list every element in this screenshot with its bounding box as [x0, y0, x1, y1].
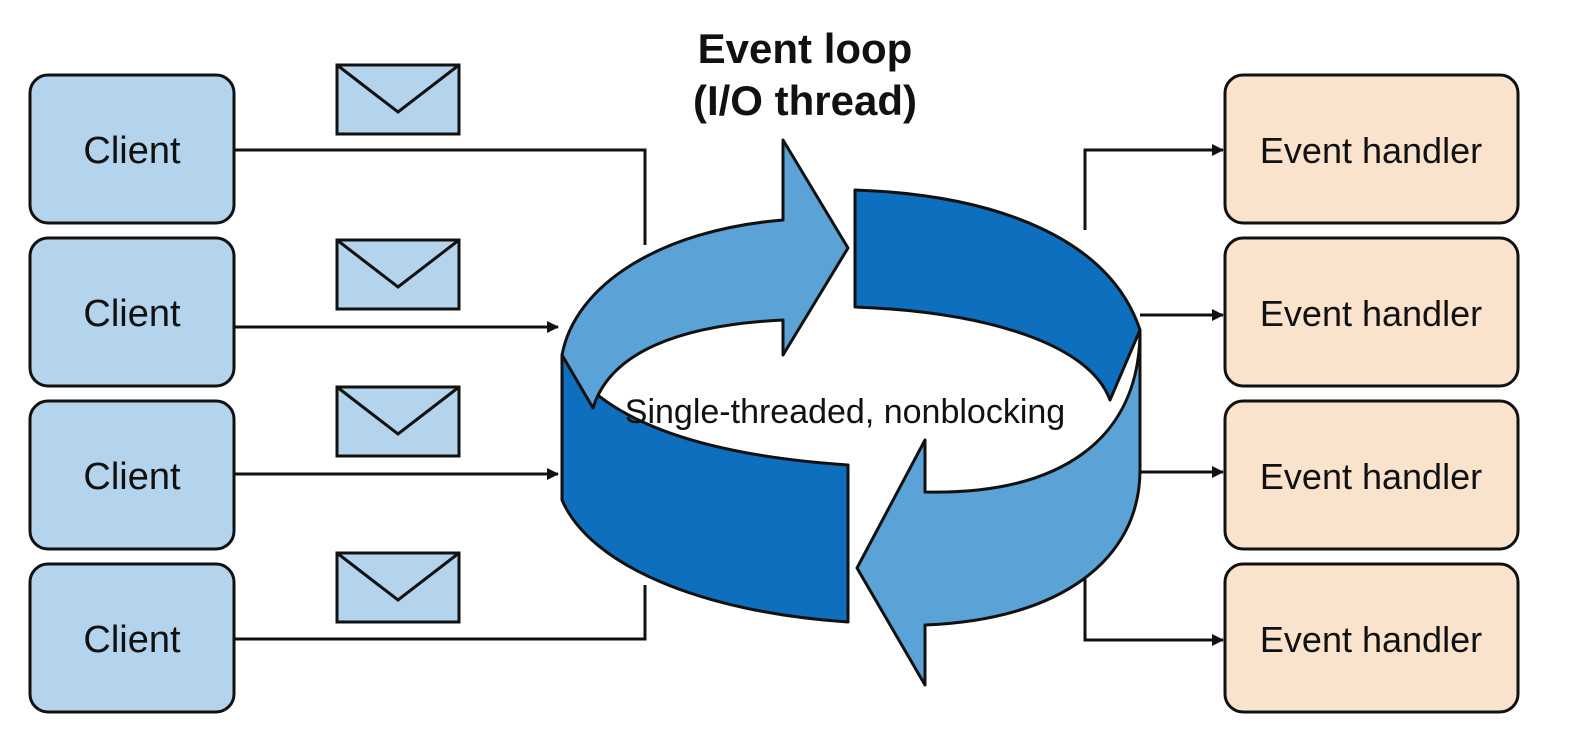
event-handler-box-4: Event handler: [1223, 562, 1520, 714]
envelope-icon: [335, 238, 461, 311]
client-box-4: Client: [28, 562, 236, 714]
client-label: Client: [83, 456, 181, 498]
client-label: Client: [83, 619, 181, 661]
client-connectors: [235, 148, 647, 641]
event-handler-box-2: Event handler: [1223, 236, 1520, 388]
client-connector-4: [235, 585, 647, 641]
envelope-icon: [335, 551, 461, 624]
diagram-title-line2: (I/O thread): [693, 77, 917, 124]
client-box-1: Client: [28, 73, 236, 225]
handler-connector-4: [1083, 560, 1224, 646]
event-handler-box-3: Event handler: [1223, 399, 1520, 551]
client-label: Client: [83, 293, 181, 335]
envelope-icon: [335, 63, 461, 136]
event-handler-label: Event handler: [1260, 130, 1482, 171]
loop-segment-back-right: [853, 188, 1142, 402]
event-handler-label: Event handler: [1260, 456, 1482, 497]
client-box-2: Client: [28, 236, 236, 388]
loop-arrow-upper: [560, 138, 850, 410]
event-loop-ring: [560, 138, 1142, 687]
event-handler-label: Event handler: [1260, 293, 1482, 334]
event-handler-box-1: Event handler: [1223, 73, 1520, 225]
loop-center-label: Single-threaded, nonblocking: [625, 393, 1065, 431]
handler-connectors: [1083, 144, 1224, 646]
client-connector-1: [235, 148, 647, 245]
diagram-title-line1: Event loop: [698, 25, 913, 72]
handler-connector-1: [1083, 144, 1224, 230]
loop-segment-front-left: [560, 353, 850, 624]
client-box-3: Client: [28, 399, 236, 551]
event-handler-label: Event handler: [1260, 619, 1482, 660]
envelope-icon: [335, 385, 461, 458]
loop-arrow-lower: [855, 328, 1142, 687]
client-label: Client: [83, 130, 181, 172]
